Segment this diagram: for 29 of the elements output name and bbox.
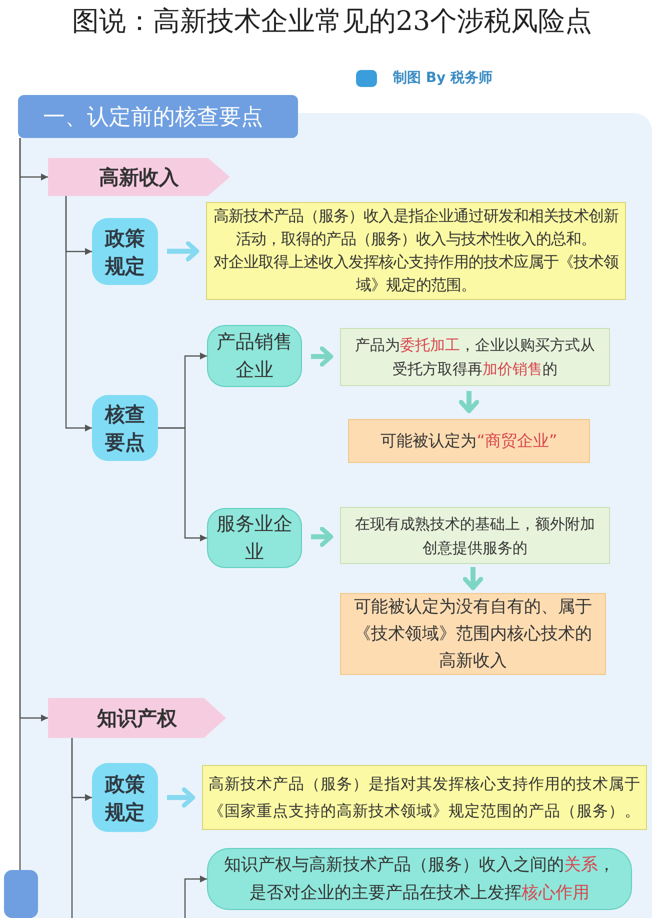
connector-arrow (184, 876, 207, 918)
credit-text: 制图 By 税务师 (393, 69, 493, 88)
note-box: 高新技术产品（服务）是指对其发挥核心支持作用的技术属于《国家重点支持的高新技术领域》规定范围的产品（服务）。 (202, 765, 647, 830)
topic-box: 政策规定 (92, 218, 158, 285)
result-box: 可能被认定为“商贸企业” (348, 419, 590, 463)
arrow (462, 567, 484, 590)
arrow (311, 526, 334, 547)
condition-box: 在现有成熟技术的基础上，额外附加创意提供服务的 (340, 507, 610, 564)
subtopic-box: 服务业企业 (207, 508, 302, 568)
category-tag: 高新收入 (48, 158, 230, 196)
result-box: 可能被认定为没有自有的、属于《技术领域》范围内核心技术的高新收入 (340, 593, 606, 675)
arrow (458, 391, 480, 414)
subtopic-box: 产品销售企业 (207, 325, 302, 387)
connector-line (71, 738, 73, 918)
arrow (167, 787, 196, 808)
connector-arrow (65, 196, 92, 432)
subtopic-box: 知识产权与高新技术产品（服务）收入之间的关系，是否对企业的主要产品在技术上发挥核心作用 (207, 848, 632, 910)
topic-box: 政策规定 (92, 763, 158, 832)
note-box: 高新技术产品（服务）收入是指企业通过研发和相关技术创新活动，取得的产品（服务）收入与技术性收入的总和。 对企业取得上述收入发挥核心支持作用的技术应属于《技术领域》规定的范围。 (206, 202, 626, 300)
condition-box: 产品为委托加工，企业以购买方式从受托方取得再加价销售的 (340, 328, 610, 386)
category-tag: 知识产权 (48, 698, 226, 738)
section-header-tab: 一、认定前的核查要点 (18, 95, 298, 138)
connector-arrow (158, 427, 207, 542)
connector-line (19, 138, 21, 870)
topic-box: 核查要点 (92, 395, 158, 461)
arrow (167, 241, 200, 262)
title: 图说：高新技术企业常见的23个涉税风险点 (70, 5, 594, 39)
arrow (311, 346, 334, 367)
section-tab (4, 870, 38, 918)
